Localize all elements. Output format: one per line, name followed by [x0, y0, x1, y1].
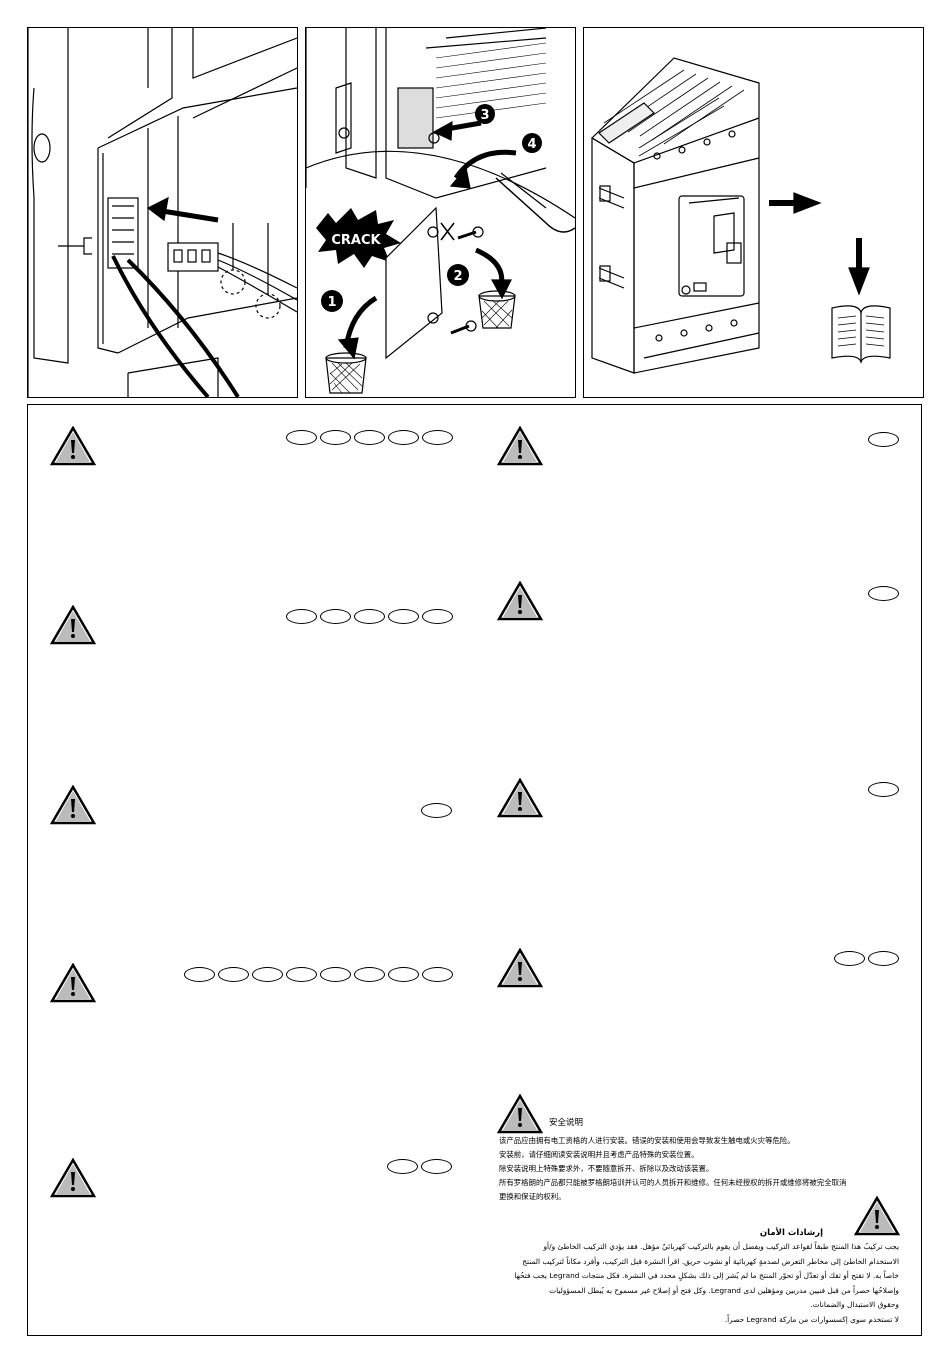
language-oval	[252, 967, 283, 982]
language-oval	[868, 951, 899, 966]
language-oval	[422, 609, 453, 624]
warning-icon	[497, 426, 543, 466]
language-oval	[422, 430, 453, 445]
safety-line: 该产品应由拥有电工资格的人进行安装。错误的安装和使用会导致发生触电或火灾等危险。	[499, 1136, 795, 1145]
language-oval	[834, 951, 865, 966]
figure-panel-connector	[27, 27, 298, 398]
step-3-label: 3	[480, 108, 489, 123]
safety-line: الاستخدام الخاطئ إلى مخاطر التعرض لصدمةٍ…	[522, 1256, 899, 1266]
language-codes-group	[868, 782, 899, 797]
warning-icon	[50, 1158, 96, 1198]
language-oval	[868, 586, 899, 601]
step-1-label: 1	[327, 295, 336, 310]
safety-line: وحقوق الاستبدال والضمانات.	[810, 1300, 899, 1310]
language-codes-group	[421, 803, 452, 818]
language-codes-group	[868, 586, 899, 601]
language-codes-group	[834, 951, 899, 966]
language-oval	[868, 432, 899, 447]
language-codes-group	[184, 967, 453, 982]
language-oval	[286, 609, 317, 624]
language-oval	[320, 430, 351, 445]
language-oval	[387, 1159, 418, 1174]
warning-icon	[854, 1196, 900, 1236]
safety-line: 更换和保证的权利。	[499, 1192, 566, 1201]
language-oval	[354, 609, 385, 624]
language-oval	[184, 967, 215, 982]
language-oval	[388, 609, 419, 624]
language-oval	[388, 967, 419, 982]
warning-icon	[50, 785, 96, 825]
step-4-label: 4	[527, 137, 536, 152]
language-codes-group	[286, 609, 453, 624]
safety-line: لا تستخدم سوى إكسسوارات من ماركة Legrand…	[724, 1314, 899, 1324]
safety-line: 所有罗格朗的产品都只能被罗格朗培训并认可的人员拆开和维修。任何未经授权的拆开或维…	[499, 1178, 847, 1187]
safety-line: 除安装说明上特殊要求外，不要随意拆开、拆除以及改动该装置。	[499, 1164, 714, 1173]
language-codes-group	[286, 430, 453, 445]
safety-line: 安装前，请仔细阅读安装说明并且考虑产品特殊的安装位置。	[499, 1150, 699, 1159]
warning-icon	[497, 581, 543, 621]
warning-icon	[497, 948, 543, 988]
figure-panel-cover-removal: 3 4 CRACK 1 2	[305, 27, 576, 398]
language-oval	[354, 430, 385, 445]
safety-title-arabic: إرشادات الأمان	[759, 1228, 823, 1238]
language-oval	[320, 967, 351, 982]
safety-title-chinese: 安全说明	[549, 1118, 584, 1128]
safety-line: يجب تركيبُ هذا المنتج طبقاً لقواعد الترك…	[543, 1242, 899, 1251]
step-2-label: 2	[453, 269, 462, 284]
warning-icon	[50, 426, 96, 466]
warning-icon	[50, 605, 96, 645]
safety-line: وإصلاحُها حصراً من قبل فنيين مدربين ومؤه…	[549, 1285, 899, 1295]
language-oval	[388, 430, 419, 445]
language-oval	[422, 967, 453, 982]
language-oval	[218, 967, 249, 982]
language-oval	[354, 967, 385, 982]
language-oval	[421, 803, 452, 818]
safety-instructions-box	[27, 404, 922, 1336]
warning-icon	[497, 778, 543, 818]
language-oval	[286, 967, 317, 982]
figure-panel-breaker	[583, 27, 924, 398]
crack-label: CRACK	[331, 233, 381, 248]
warning-icon	[50, 963, 96, 1003]
language-oval	[421, 1159, 452, 1174]
language-oval	[286, 430, 317, 445]
language-codes-group	[868, 432, 899, 447]
language-oval	[868, 782, 899, 797]
safety-line: خاصاً به. لا تفتح أو تفك أو تعدّل أو تحو…	[514, 1271, 899, 1281]
language-oval	[320, 609, 351, 624]
warning-icon	[497, 1094, 543, 1134]
language-codes-group	[387, 1159, 452, 1174]
